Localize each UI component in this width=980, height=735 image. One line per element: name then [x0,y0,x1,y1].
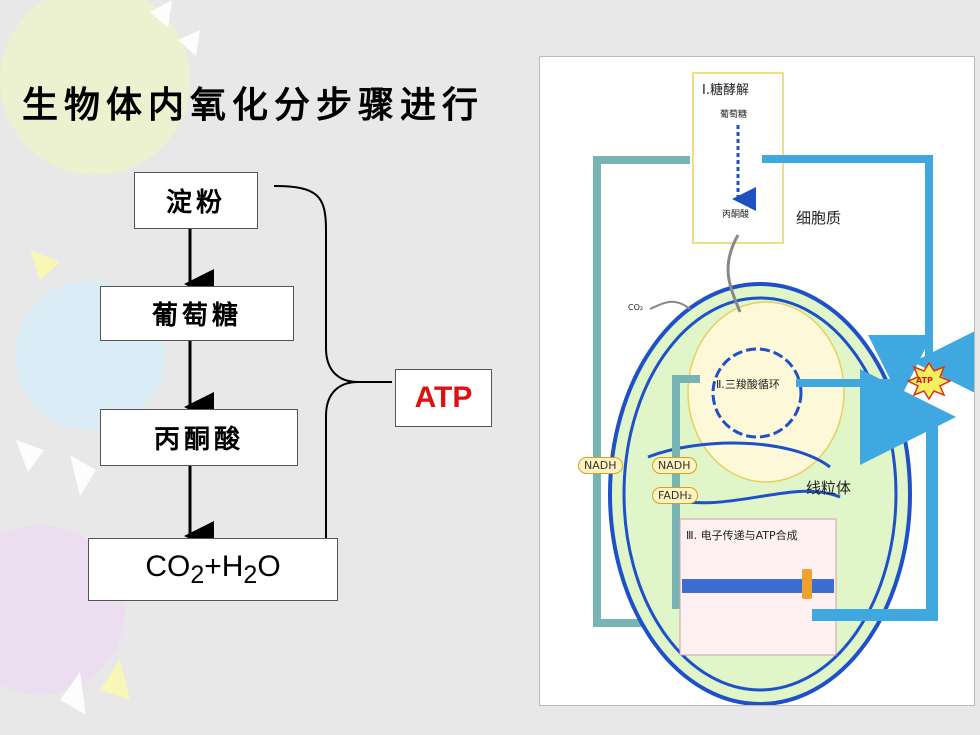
tca-cycle-ring [711,347,803,439]
ray-decoration [100,660,130,700]
pyruvate-label: 丙酮酸 [153,425,244,455]
glucose-small-label: 葡萄糖 [720,110,748,120]
atp-synthase [802,569,812,599]
mitochondrion-inner [622,296,898,692]
co2-formula: CO2+H2O [145,550,280,590]
figure-atp-label: ATP [916,376,933,385]
ray-decoration [16,440,44,472]
starch-box: 淀粉 [134,172,258,229]
mitochondrion-label: 线粒体 [806,479,852,497]
co-text: CO [145,549,191,583]
glucose-box: 葡萄糖 [100,286,294,341]
co2-release-arrow [649,300,691,310]
atp-result-box: ATP [395,369,492,427]
ray-decoration [60,672,86,715]
pyruvate-box: 丙酮酸 [100,409,298,466]
pyruvate-entry-arrow [726,234,742,313]
subscript-2: 2 [243,560,258,589]
atp-starburst [906,361,952,401]
respiration-figure: Ⅰ.糖酵解 葡萄糖 丙酮酸 细胞质 CO₂ Ⅱ.三羧酸循环 ATP NADH N… [539,56,975,706]
starch-label: 淀粉 [165,188,226,218]
o-text: O [257,549,281,583]
co2-label: CO₂ [628,303,644,312]
pyruvate-small-label: 丙酮酸 [722,210,750,220]
ray-decoration [30,250,60,280]
tca-label: Ⅱ.三羧酸循环 [716,378,780,391]
nadh-inner-label: NADH [652,457,697,474]
glycolysis-title: Ⅰ.糖酵解 [702,83,749,98]
glucose-label: 葡萄糖 [151,301,242,331]
fadh2-label: FADH₂ [652,487,698,504]
h-text: +H [204,549,244,583]
matrix-area [687,301,845,483]
etc-atp-arrow [812,369,956,621]
subscript-2: 2 [190,560,205,589]
inner-membrane-band [682,579,834,593]
curly-brace [273,185,359,579]
ray-decoration [150,0,172,28]
cytoplasm-label: 细胞质 [796,209,842,227]
atp-label: ATP [414,381,473,414]
flow-connectors [184,185,392,579]
crista-fold [647,441,831,469]
etc-label: Ⅲ. 电子传递与ATP合成 [686,529,798,542]
co2-h2o-box: CO2+H2O [88,538,338,601]
yellow-balloon-decoration [0,0,190,175]
cytoplasm-atp-arrow [762,155,974,394]
ray-decoration [70,455,96,496]
nadh-left-label: NADH [578,457,623,474]
ray-decoration [178,30,200,56]
page-title: 生物体内氧化分步骤进行 [22,84,485,126]
